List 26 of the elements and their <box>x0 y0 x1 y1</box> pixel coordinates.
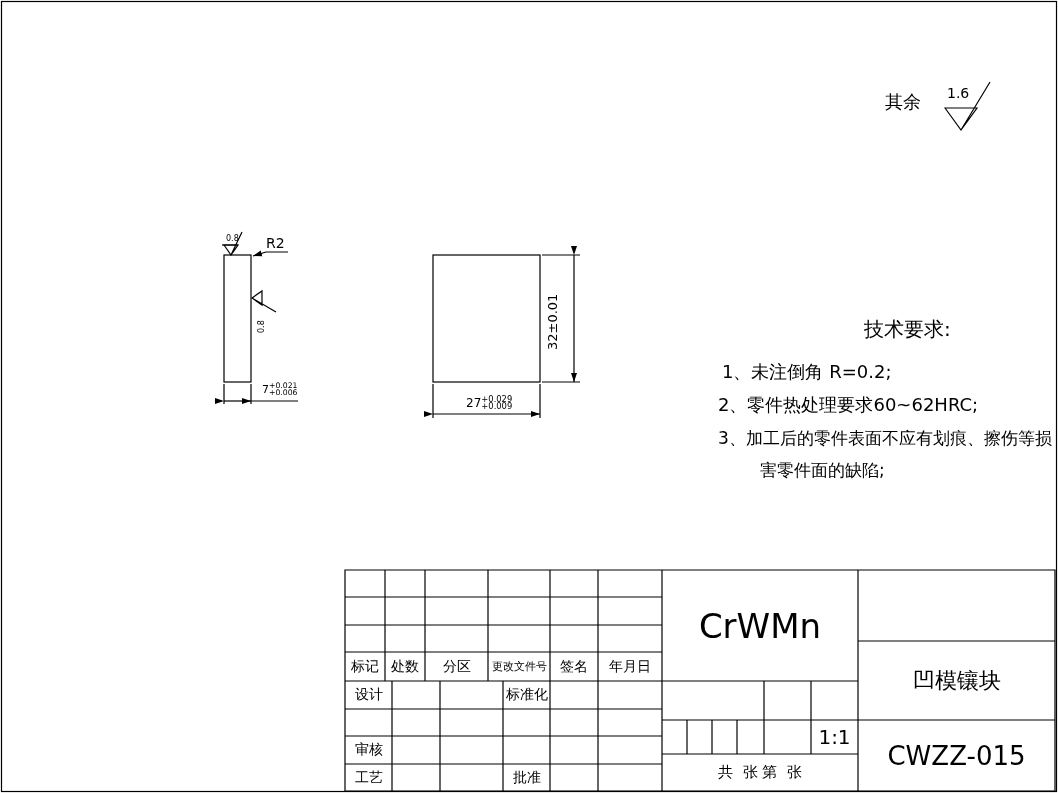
drawing-number: CWZZ-015 <box>886 739 1027 773</box>
table-header: 更改文件号 <box>490 659 548 675</box>
table-header: 标记 <box>350 656 380 676</box>
table-header: 标准化 <box>504 685 549 704</box>
sheet-text: 共 张 第 张 <box>717 762 803 783</box>
dimension-text: R2 <box>266 236 285 252</box>
table-header: 设计 <box>353 685 384 704</box>
table-header: 工艺 <box>353 767 384 787</box>
table-header: 签名 <box>559 656 589 676</box>
roughness-value: 0.8 <box>258 320 267 333</box>
requirement-text: 3、加工后的零件表面不应有划痕、擦伤等损害零件面的缺陷; <box>718 427 1053 483</box>
roughness-value: 0.8 <box>226 235 239 244</box>
dimension-text: 32±0.01 <box>546 293 561 350</box>
scale-text: 1:1 <box>817 724 852 751</box>
table-header: 年月日 <box>608 656 652 676</box>
table-header: 处数 <box>390 656 420 676</box>
material-text: CrWMn <box>697 604 823 648</box>
requirement-text: 2、零件热处理要求60~62HRC; <box>718 395 979 415</box>
table-header: 分区 <box>441 656 472 676</box>
requirement-text: 1、未注倒角 R=0.2; <box>722 362 892 382</box>
table-header: 批准 <box>511 767 542 787</box>
part-name: 凹模镶块 <box>911 666 1002 695</box>
note-text: 其余 <box>885 92 921 112</box>
table-header: 审核 <box>353 740 384 759</box>
roughness-value: 1.6 <box>947 86 970 102</box>
heading: 技术要求: <box>864 318 951 340</box>
